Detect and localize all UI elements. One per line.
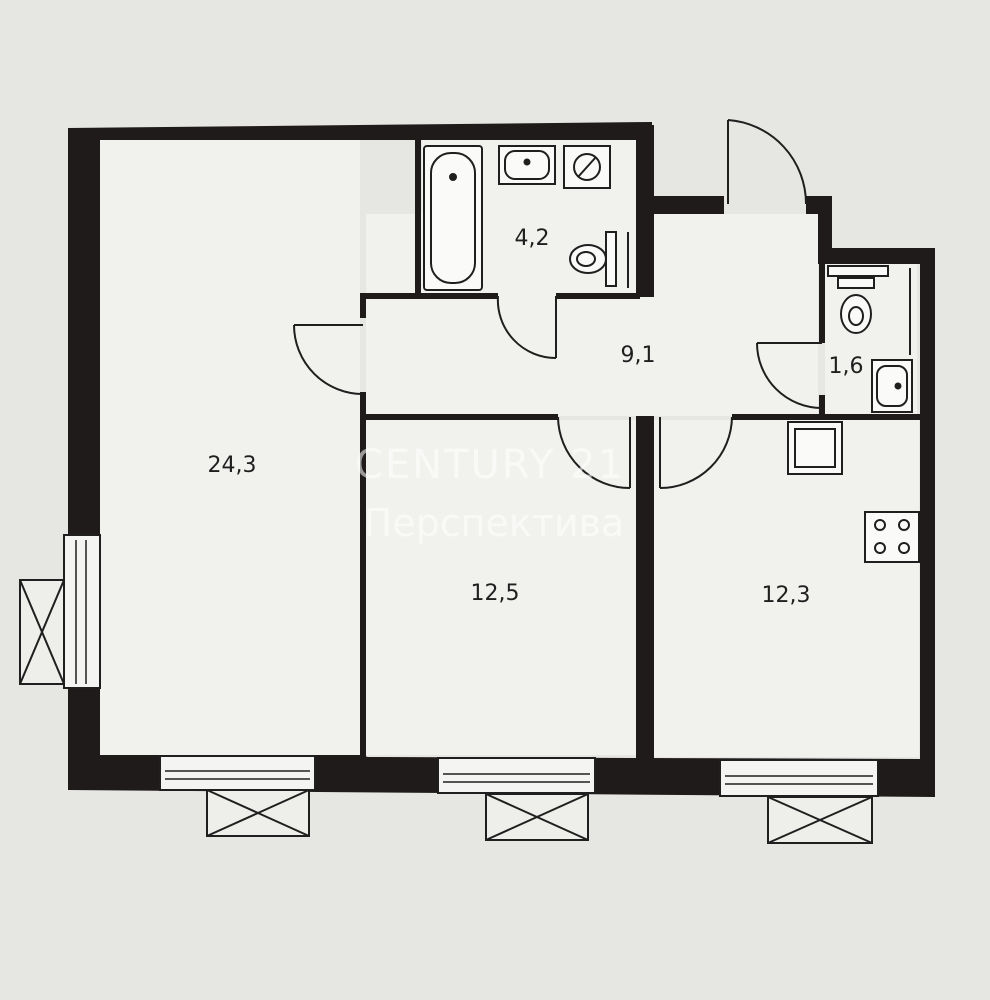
room-area-wc: 1,6: [829, 354, 864, 379]
ac-unit-kitchen: [767, 796, 873, 844]
wall-wc-top: [818, 248, 935, 264]
living-room-floor: [100, 140, 360, 755]
door-bathroom: [496, 295, 557, 360]
ac-units: [19, 579, 873, 844]
windows: [63, 534, 879, 797]
room-area-bedroom: 12,5: [471, 581, 520, 606]
ac-unit-bedroom: [485, 793, 589, 841]
wc-fixtures: [827, 265, 913, 413]
washing-machine-icon: [563, 145, 611, 189]
door-kitchen: [659, 416, 733, 489]
ac-unit-living: [206, 789, 310, 837]
door-entrance: [727, 119, 808, 205]
ac-unit-side: [19, 579, 65, 685]
wc-sink-icon: [871, 359, 913, 413]
door-wc: [756, 342, 823, 409]
wall-bathroom-right: [636, 125, 654, 297]
interior-walls: [360, 138, 922, 757]
bathtub-icon: [423, 145, 483, 291]
bathroom-fixtures: [423, 145, 629, 291]
window-living-side: [63, 534, 101, 689]
wall-bedroom-kitchen: [636, 416, 654, 761]
room-area-kitchen: 12,3: [762, 583, 811, 608]
wc-shelf: [827, 265, 889, 277]
wc-toilet-icon: [837, 277, 875, 334]
window-kitchen: [719, 759, 879, 797]
stove-icon: [864, 511, 920, 563]
kitchen-sink-icon: [787, 421, 843, 475]
room-area-bathroom: 4,2: [515, 226, 550, 251]
exterior-walls: [68, 122, 935, 797]
room-area-hall: 9,1: [621, 343, 656, 368]
sink-icon: [498, 145, 556, 185]
window-bedroom: [437, 757, 596, 794]
watermark-agency: Перспектива: [364, 501, 625, 545]
door-bedroom: [557, 416, 631, 489]
wall-entrance-left: [654, 196, 724, 214]
door-living-room: [293, 324, 364, 395]
doors: [293, 119, 823, 489]
kitchen-fixtures: [787, 421, 920, 563]
room-area-living: 24,3: [208, 453, 257, 478]
window-living-bottom: [159, 755, 316, 791]
toilet-icon: [569, 231, 617, 287]
watermark-brand: CENTURY 21: [355, 442, 625, 488]
wall-wc-corner: [818, 196, 832, 254]
